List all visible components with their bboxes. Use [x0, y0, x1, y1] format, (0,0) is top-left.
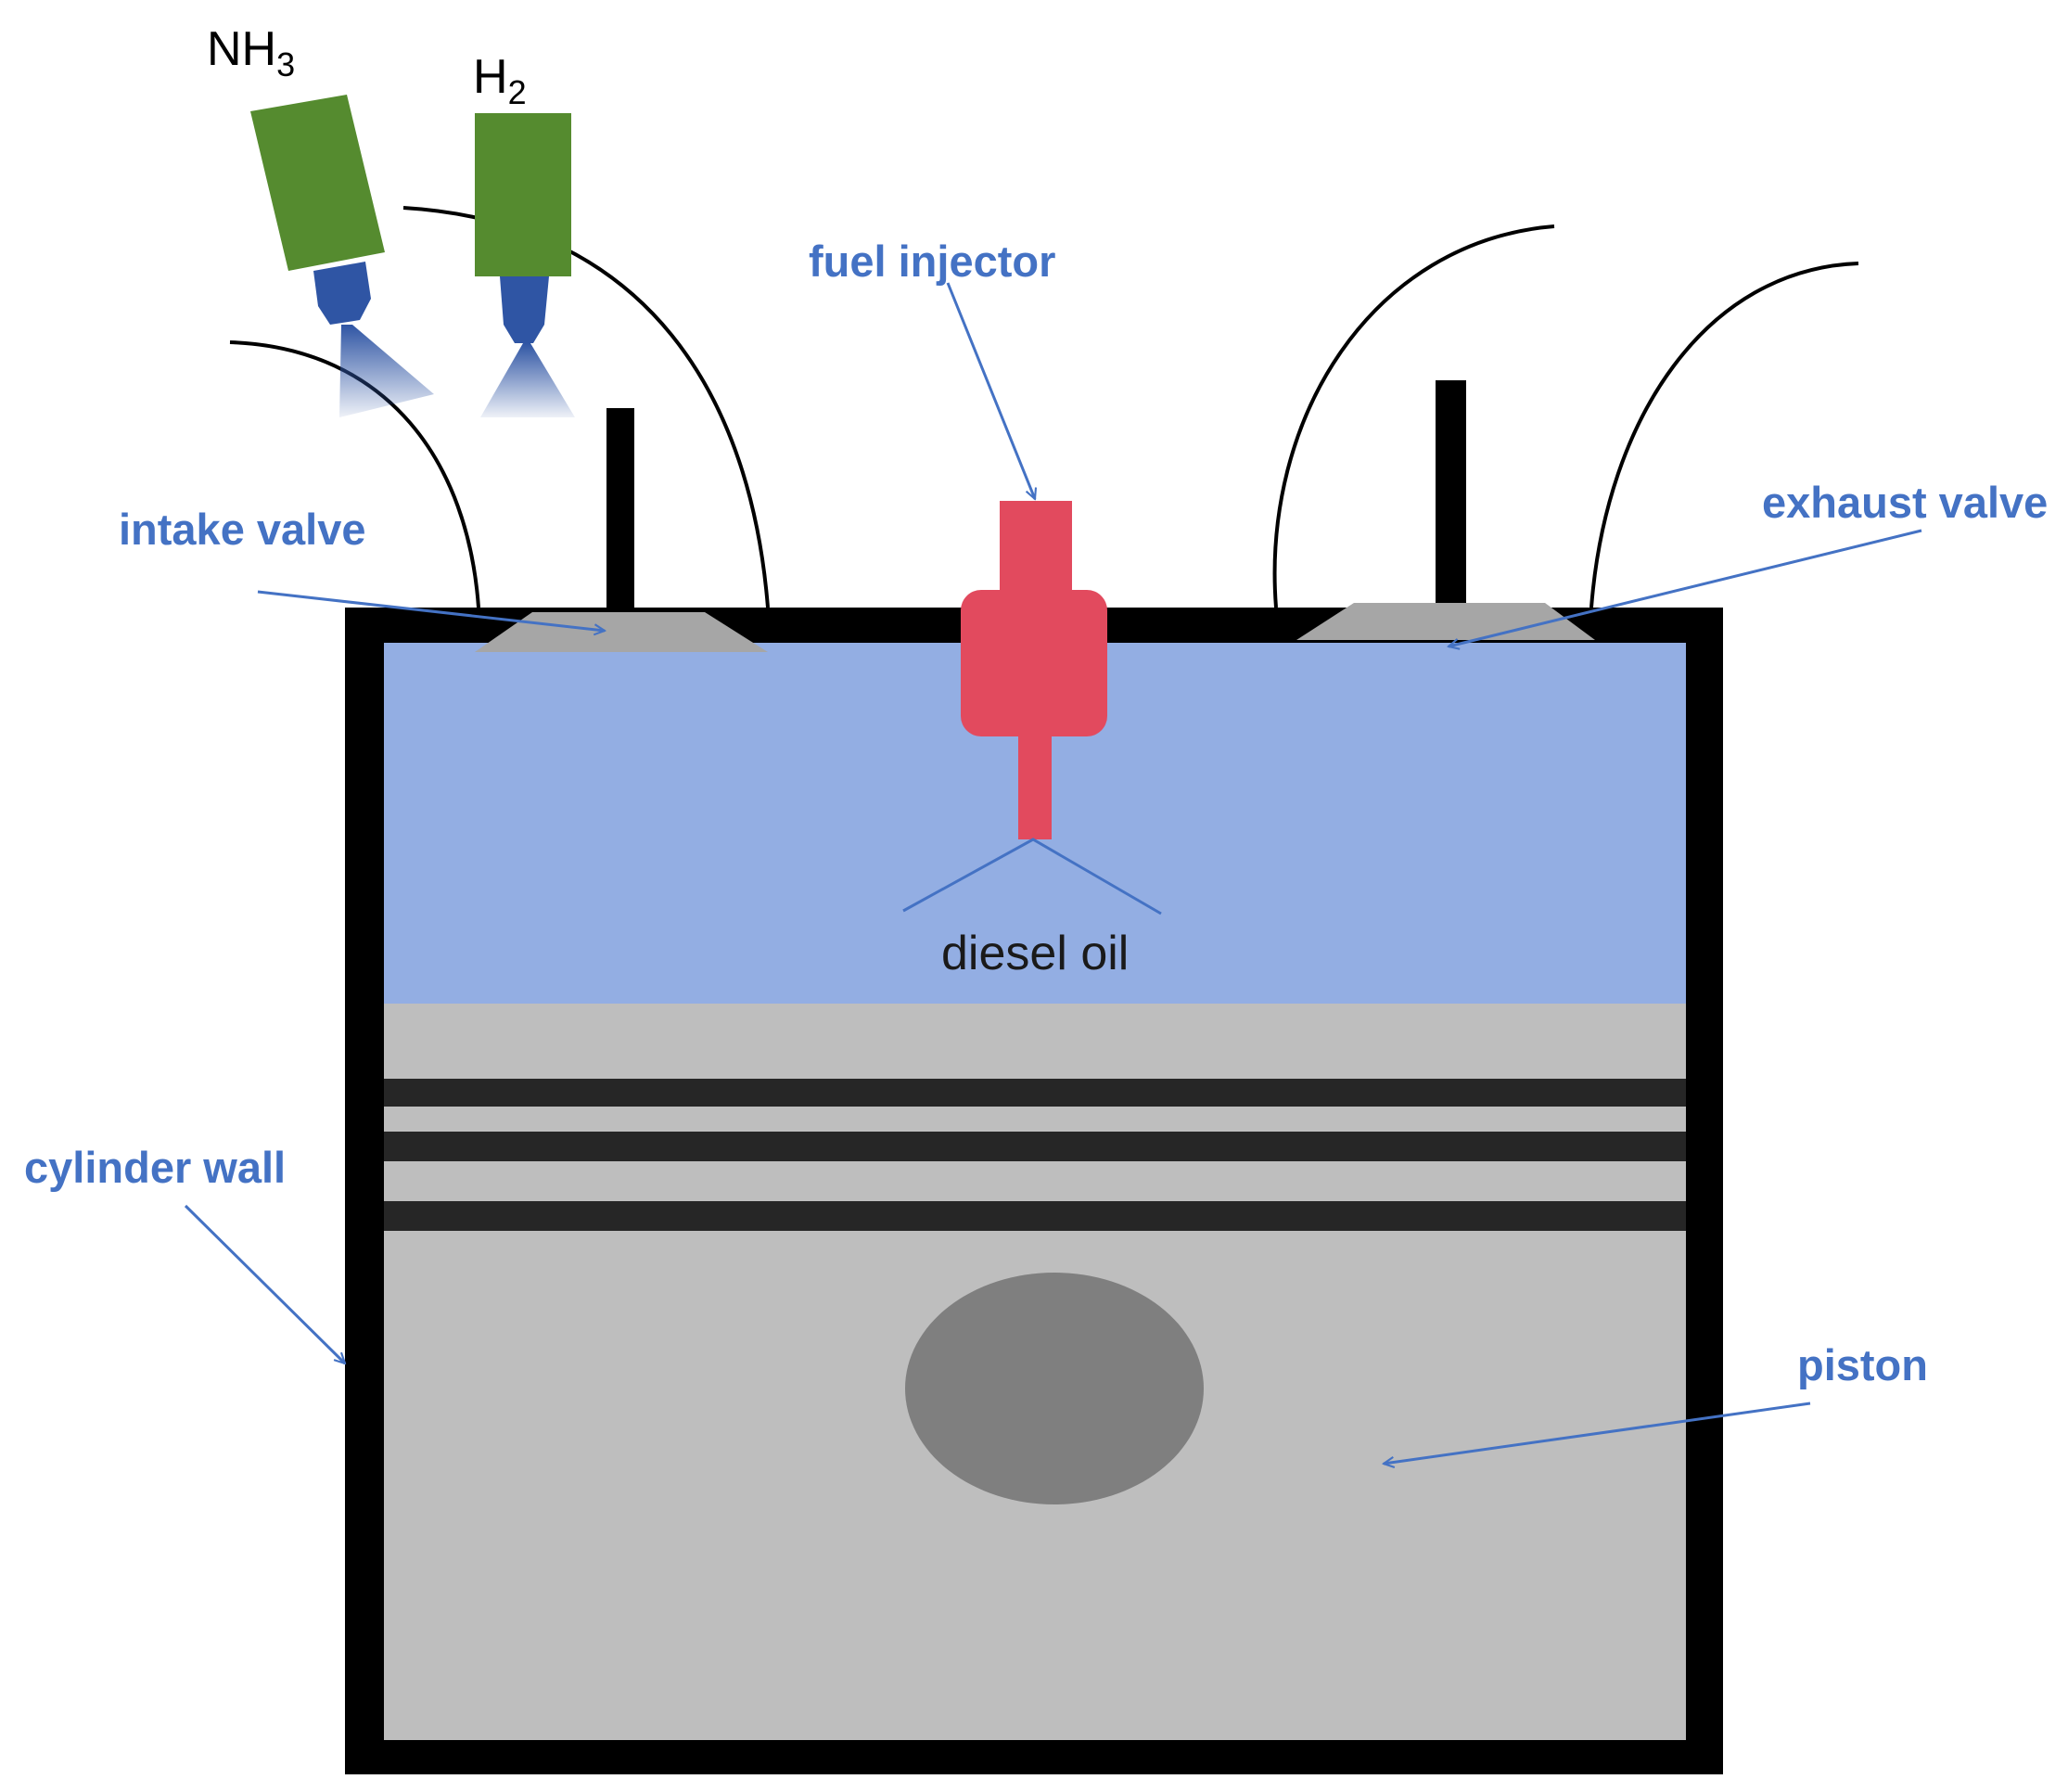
piston-label: piston — [1797, 1340, 1928, 1389]
intake-valve-stem — [606, 408, 634, 614]
piston-ring-1 — [383, 1079, 1686, 1107]
diesel-spray-lines — [902, 838, 1162, 915]
diesel-oil-label: diesel oil — [941, 927, 1129, 980]
fuel-injector — [961, 501, 1107, 839]
intake-valve-head — [475, 612, 768, 652]
h2-label-sub: 2 — [508, 73, 527, 111]
exhaust-valve-label: exhaust valve — [1762, 478, 2048, 527]
intake-port-outer — [229, 340, 480, 608]
nh3-injector — [250, 95, 434, 417]
h2-label-main: H — [473, 50, 508, 104]
intake-valve-arrow — [257, 590, 605, 631]
exhaust-valve-head — [1296, 603, 1595, 640]
exhaust-port-outer — [1589, 262, 1859, 608]
cylinder-wall-arrow — [184, 1204, 345, 1363]
exhaust-valve-arrow — [1449, 529, 1922, 646]
piston-pin — [905, 1273, 1204, 1504]
piston-ring-3 — [345, 1201, 1686, 1231]
cylinder-wall-left — [345, 608, 384, 1774]
fuel-injector-arrow — [946, 282, 1035, 499]
fuel-injector-label: fuel injector — [809, 237, 1055, 286]
h2-label: H2 — [473, 50, 527, 111]
piston-ring-2 — [383, 1132, 1723, 1161]
cylinder-wall-label: cylinder wall — [24, 1143, 286, 1192]
intake-valve-label: intake valve — [119, 505, 366, 554]
cylinder-bottom — [345, 1740, 1723, 1774]
exhaust-port-inner — [1272, 224, 1555, 608]
intake-port-inner — [402, 206, 770, 608]
cylinder-wall-right — [1686, 608, 1723, 1774]
nh3-label-main: NH — [207, 22, 276, 76]
piston-arrow — [1384, 1402, 1811, 1464]
h2-injector — [475, 113, 575, 417]
exhaust-valve-stem — [1436, 380, 1466, 614]
nh3-label-sub: 3 — [276, 45, 295, 83]
nh3-label: NH3 — [207, 22, 295, 83]
